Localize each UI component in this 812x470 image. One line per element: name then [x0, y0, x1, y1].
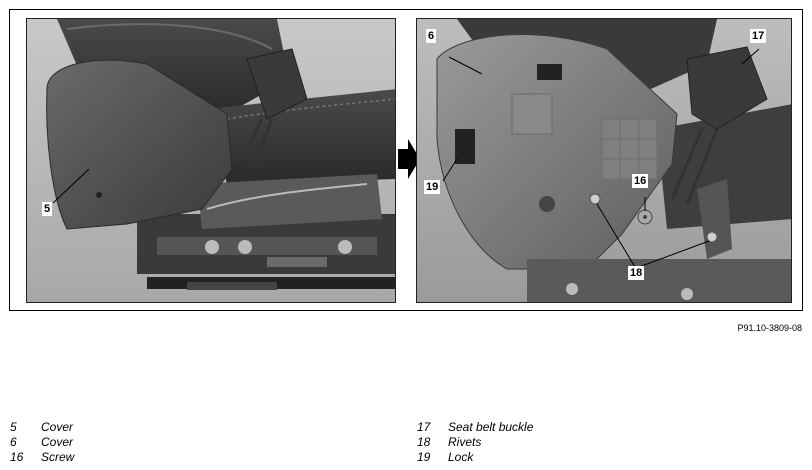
legend-label: Seat belt buckle	[448, 420, 534, 434]
legend-number: 18	[417, 435, 431, 449]
callout-17: 17	[750, 29, 767, 43]
legend-item: 6 Cover	[10, 435, 74, 450]
legend-label: Lock	[448, 450, 474, 464]
callout-19: 19	[424, 180, 441, 194]
legend-number: 19	[417, 450, 431, 464]
legend-number: 16	[10, 450, 24, 464]
photo-seat-cover-removed	[416, 18, 792, 303]
callout-5: 5	[42, 202, 53, 216]
legend-number: 6	[10, 435, 17, 449]
legend-number: 17	[417, 420, 431, 434]
seat-cover-removed-illustration	[417, 19, 791, 302]
legend-item: 16 Screw	[10, 450, 74, 465]
arrow-right-icon	[398, 139, 420, 179]
legend-item: 5 Cover	[10, 420, 74, 435]
legend-label: Cover	[41, 420, 74, 434]
legend-label: Screw	[41, 450, 75, 464]
legend-item: 18 Rivets	[417, 435, 533, 450]
figure-reference: P91.10-3809-08	[737, 323, 802, 333]
legend-left: 5 Cover 6 Cover 16 Screw	[10, 420, 74, 465]
callout-6: 6	[426, 29, 437, 43]
legend-label: Cover	[41, 435, 74, 449]
legend-label: Rivets	[448, 435, 482, 449]
callout-18: 18	[628, 266, 645, 280]
legend-right: 17 Seat belt buckle 18 Rivets 19 Lock	[417, 420, 533, 465]
callout-16: 16	[632, 174, 649, 188]
legend-item: 19 Lock	[417, 450, 533, 465]
photo-seat-with-cover	[26, 18, 396, 303]
legend-item: 17 Seat belt buckle	[417, 420, 533, 435]
seat-cover-illustration	[27, 19, 395, 302]
legend-number: 5	[10, 420, 17, 434]
